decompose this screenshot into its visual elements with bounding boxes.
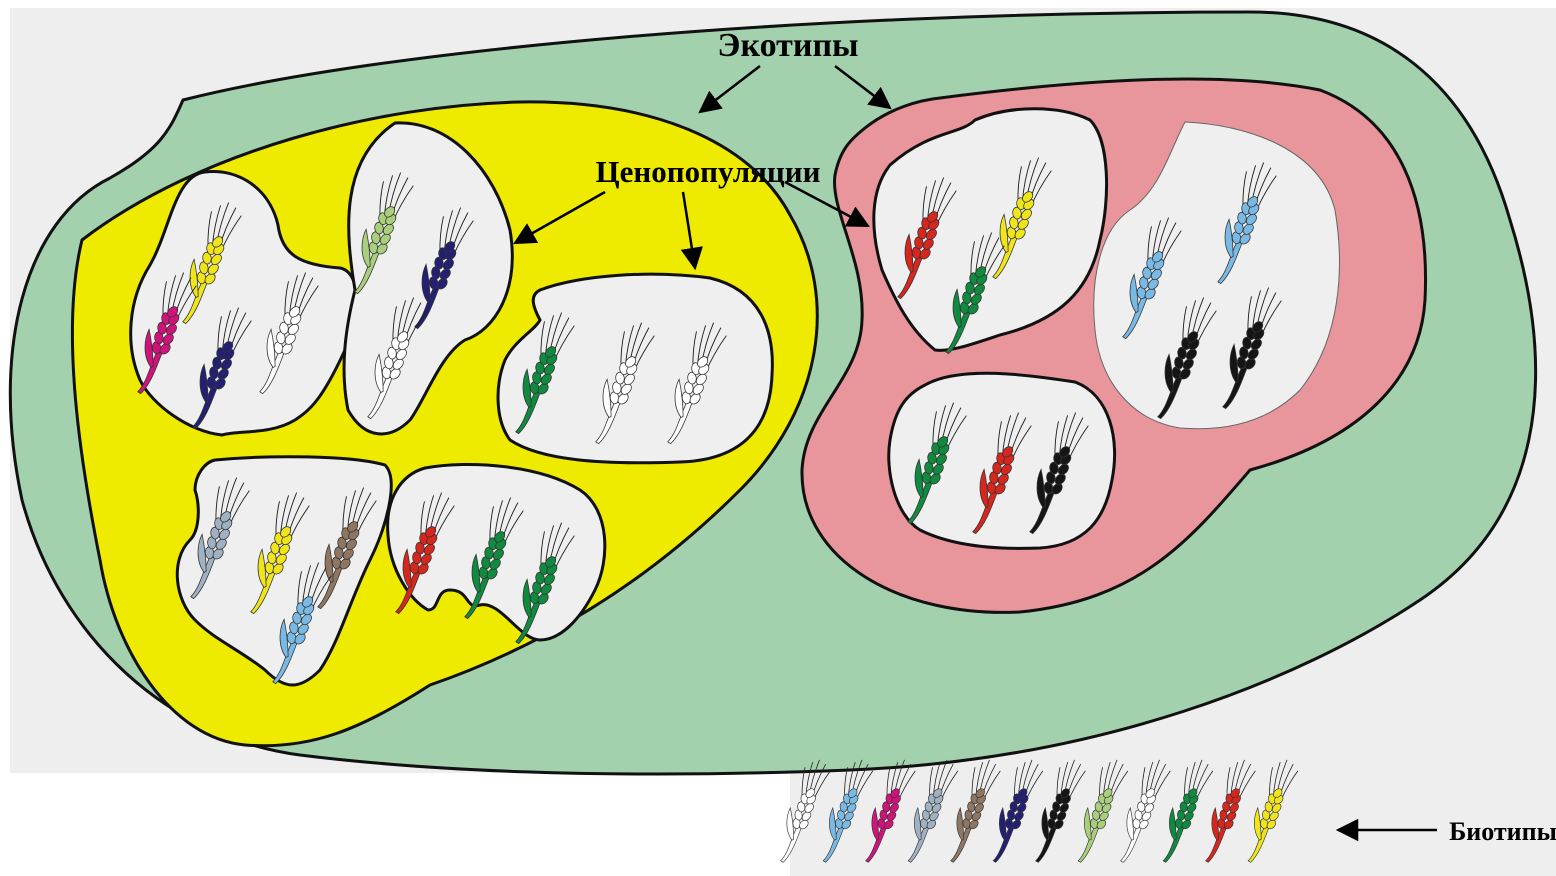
label-biotypes: Биотипы <box>1449 817 1556 846</box>
label-ecotypes: Экотипы <box>717 27 858 64</box>
label-coenopopulations: Ценопопуляции <box>596 154 821 189</box>
